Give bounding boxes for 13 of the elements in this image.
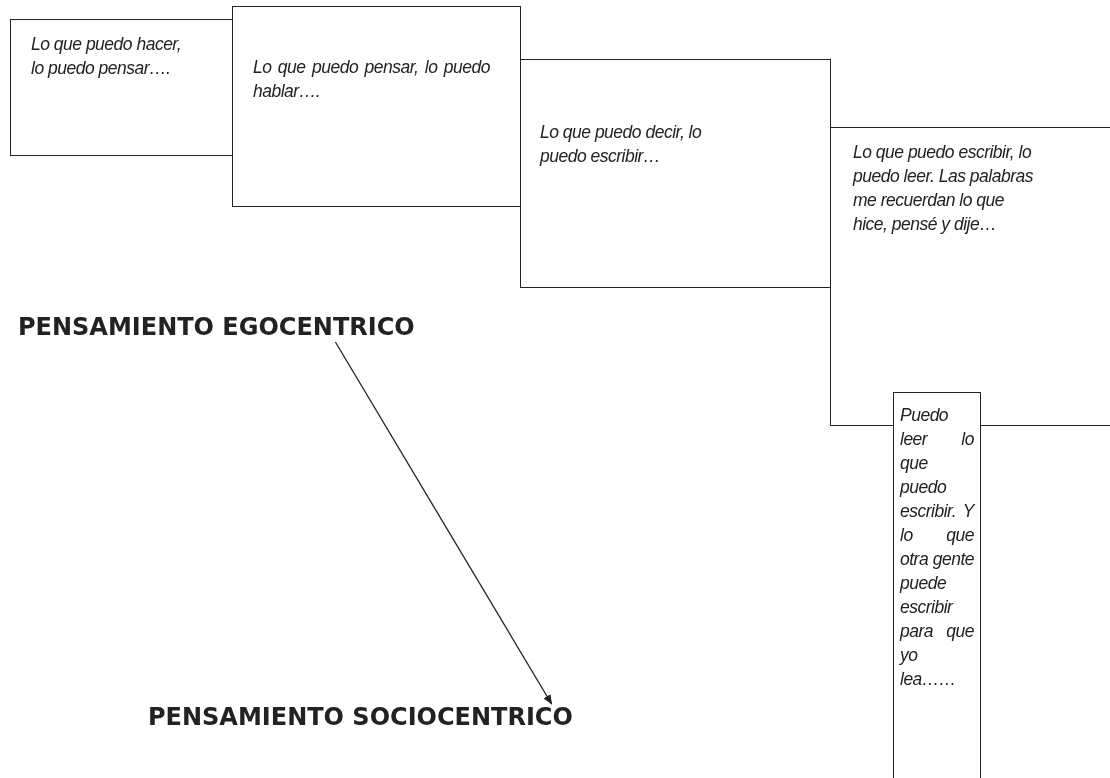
box-text: Lo que puedo escribir, lo puedo leer. Las palabras me recuerdan lo que hice, pensé y dije… [853, 141, 1034, 236]
text-box [893, 392, 981, 778]
box-text: Lo que puedo decir, lo puedo escribir… [540, 121, 703, 168]
arrow [334, 341, 553, 705]
heading-text: PENSAMIENTO EGOCENTRICO [18, 313, 415, 341]
heading-text: PENSAMIENTO SOCIOCENTRICO [148, 703, 573, 731]
box-text: Lo que puedo hacer, lo puedo pensar…. [31, 33, 182, 80]
text-box [10, 19, 233, 156]
text-box [232, 6, 521, 207]
box-text: Lo que puedo pensar, lo puedo hablar…. [253, 56, 490, 103]
text-box [830, 127, 1110, 426]
text-box [520, 59, 831, 288]
box-text: Puedo leer lo que puedo escribir. Y lo que otra gente puede escribir para que yo lea…… [900, 404, 974, 691]
